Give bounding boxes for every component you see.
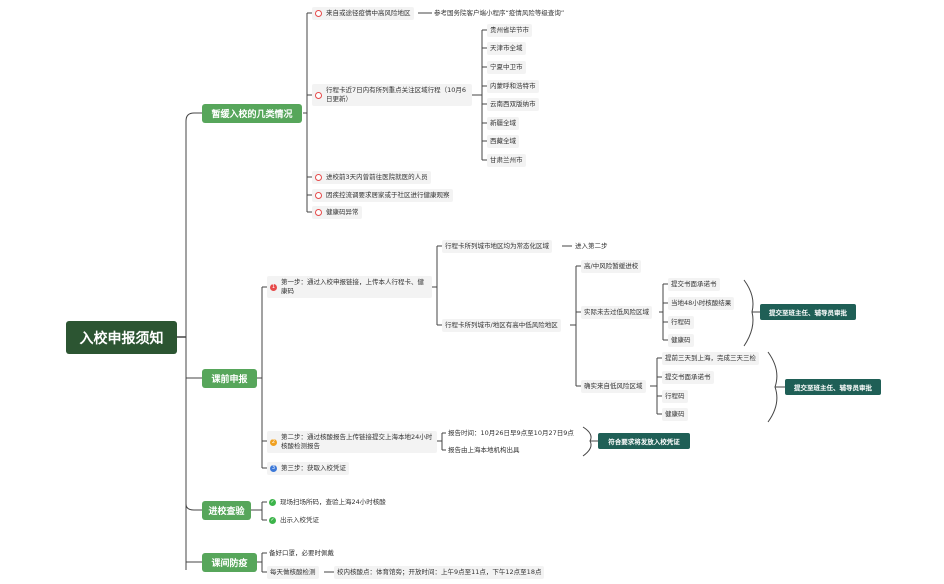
warning-icon <box>315 174 322 181</box>
region-item: 云南西双版纳市 <box>487 98 539 111</box>
pause-item-4: 因疾控流调要求居家或于社区进行健康观察 <box>312 189 453 202</box>
warning-icon <box>315 91 322 99</box>
branch-pause: 暂缓入校的几类情况 <box>202 104 302 123</box>
from-low-risk: 确实来自低风险区域 <box>581 380 646 393</box>
from-low-item: 提交书面承诺书 <box>662 371 714 384</box>
declare-step-1b: 行程卡所列城市/地区有高中低风险地区 <box>442 319 561 332</box>
region-item: 西藏全域 <box>487 135 519 148</box>
prevent-item-2: 每天做核酸检测 <box>267 566 319 579</box>
enter-item-2: ✓出示入校凭证 <box>269 516 319 524</box>
pause-item-2: 行程卡近7日内有所列重点关注区域行程（10月6日更新） <box>312 84 472 106</box>
visited-item: 提交书面承诺书 <box>668 278 720 291</box>
region-item: 贵州省毕节市 <box>487 24 532 37</box>
warning-icon <box>315 10 322 17</box>
pause-item-5: 健康码异常 <box>312 206 362 219</box>
region-item: 天津市全域 <box>487 42 526 55</box>
region-item: 宁夏中卫市 <box>487 61 526 74</box>
root-node: 入校申报须知 <box>66 321 177 354</box>
pause-item-3: 进校前3天内曾前往医院就医的人员 <box>312 171 431 184</box>
visited-item: 行程码 <box>668 316 694 329</box>
from-low-item: 提前三天到上海，完成三天三检 <box>662 352 759 365</box>
prevent-item-3: 校内核酸点：体育馆旁；开放时间：上午9点至11点，下午12点至18点 <box>334 566 545 579</box>
region-item: 甘肃兰州市 <box>487 154 526 167</box>
branch-enter: 进校查验 <box>202 501 251 520</box>
step2-report-source: 报告由上海本地机构出具 <box>448 446 520 454</box>
branch-prevent: 课间防疫 <box>202 553 257 572</box>
number-three-icon: 3 <box>270 465 277 472</box>
region-item: 内蒙呼和浩特市 <box>487 80 539 93</box>
pause-item-1: 来自或途径疫情中高风险地区 <box>312 7 414 20</box>
check-icon: ✓ <box>269 499 276 506</box>
branch-declare: 课前申报 <box>202 369 257 388</box>
visited-item: 健康码 <box>668 334 694 347</box>
summary-voucher: 符合要求将发放入校凭证 <box>598 433 690 449</box>
visited-low-risk: 实际未去过低风险区域 <box>581 306 652 319</box>
summary-approval-2: 提交至班主任、辅导员审批 <box>785 379 881 395</box>
warning-icon <box>315 192 322 199</box>
high-mid-risk: 高/中风险暂缓进校 <box>581 260 642 273</box>
declare-step-1a: 行程卡所列城市地区均为常态化区域 <box>442 240 552 253</box>
number-one-icon: 1 <box>270 283 277 291</box>
from-low-item: 健康码 <box>662 408 688 421</box>
visited-item: 当地48小时核酸结果 <box>668 297 735 310</box>
declare-step-1a-next: 进入第二步 <box>575 242 608 250</box>
check-icon: ✓ <box>269 517 276 524</box>
number-two-icon: 2 <box>270 438 277 446</box>
region-item: 新疆全域 <box>487 117 519 130</box>
prevent-item-1: 备好口罩，必要时佩戴 <box>269 549 334 557</box>
summary-approval-1: 提交至班主任、辅导员审批 <box>760 304 856 320</box>
pause-item-1-ref: 参考国务院客户端小程序“疫情风险等级查询” <box>434 9 565 17</box>
step2-report-time: 报告时间：10月26日早9点至10月27日9点 <box>448 429 574 437</box>
enter-item-1: ✓现场扫场所码，查验上海24小时核酸 <box>269 498 386 506</box>
from-low-item: 行程码 <box>662 390 688 403</box>
warning-icon <box>315 209 322 216</box>
